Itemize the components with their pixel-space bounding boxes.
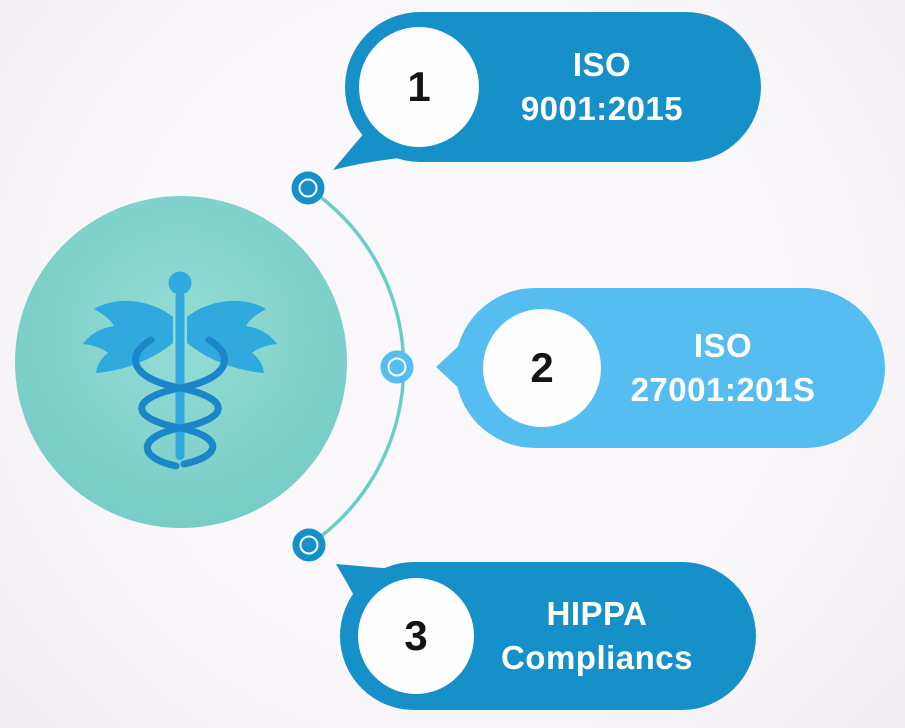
item-number-badge: 3: [358, 578, 474, 694]
list-item-2: 2 ISO 27001:201S: [455, 288, 885, 448]
item-label: ISO 9001:2015: [479, 43, 761, 131]
item-number: 3: [404, 612, 428, 659]
item-number: 2: [530, 344, 554, 391]
item-label-line2: 27001:201S: [630, 371, 816, 408]
list-item-3: 3 HIPPA Compliancs: [340, 562, 756, 710]
caduceus-icon: [83, 271, 277, 470]
item-label-line1: ISO: [572, 46, 632, 83]
item-label: ISO 27001:201S: [601, 324, 885, 412]
item-label-line2: 9001:2015: [520, 90, 684, 127]
node-marker-1: [291, 171, 325, 205]
item-label: HIPPA Compliancs: [474, 592, 756, 680]
item-number-badge: 1: [359, 27, 479, 147]
item-number: 1: [407, 63, 431, 110]
item-number-badge: 2: [483, 309, 601, 427]
node-marker-3: [292, 528, 326, 562]
list-item-1: 1 ISO 9001:2015: [345, 12, 761, 162]
item-label-line1: HIPPA: [546, 595, 648, 632]
item-label-line2: Compliancs: [500, 639, 694, 676]
item-label-line1: ISO: [693, 327, 753, 364]
node-marker-2: [380, 350, 414, 384]
